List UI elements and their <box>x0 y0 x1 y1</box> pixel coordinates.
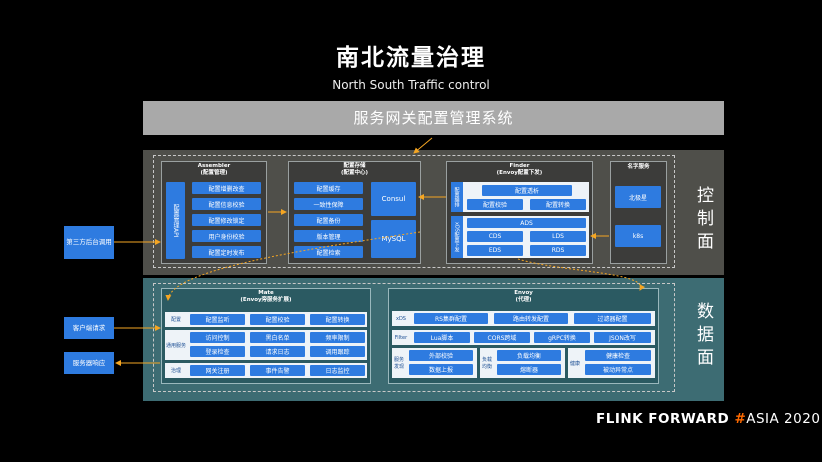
brand-text: FLINK FORWARD <box>596 411 735 427</box>
consul-box: Consul <box>371 182 416 216</box>
finder-title: Finder <box>509 163 530 169</box>
control-plane-text: 控制面 <box>693 186 713 255</box>
service-response-box: 服务器响应 <box>64 352 114 374</box>
client-request-box: 客户端请求 <box>64 317 114 339</box>
config-store-item: 版本管理 <box>294 230 363 242</box>
brand-hash: # <box>734 411 747 427</box>
page-title: 南北流量治理 <box>336 45 486 71</box>
rds-box: RDS <box>530 245 586 256</box>
ads-box: ADS <box>467 218 586 228</box>
polaris-box: 北极星 <box>615 186 661 208</box>
cds-box: CDS <box>467 231 523 242</box>
control-plane-label: 控制面 <box>683 186 723 255</box>
arrow-finder-to-envoy <box>517 258 646 291</box>
page-subtitle: North South Traffic control <box>332 78 490 92</box>
envoy-xds-label: xDS <box>396 315 406 322</box>
assembler-item: 配置增删改查 <box>192 182 261 194</box>
envoy-filter-item: gRPC转换 <box>534 332 590 343</box>
assembler-item: 配置信息校验 <box>192 198 261 210</box>
assembler-item: 配置修改锁定 <box>192 214 261 226</box>
assembler-subtitle: (配置管理) <box>200 170 228 176</box>
envoy-group-item: 负载均衡 <box>497 350 561 361</box>
mate-service-item: 访问控制 <box>190 332 245 343</box>
envoy-group-item: 被动异常点 <box>585 364 651 375</box>
config-store-item: 配置备份 <box>294 214 363 226</box>
eds-box: EDS <box>467 245 523 256</box>
envoy-filter-item: CORS跨域 <box>474 332 530 343</box>
envoy-xds-item: RS集群配置 <box>414 313 488 324</box>
mate-service-item: 请求日志 <box>250 346 305 357</box>
envoy-filter-label: Filter <box>394 334 408 341</box>
mate-governance-label: 治理 <box>170 368 181 374</box>
mate-service-item: 登录检查 <box>190 346 245 357</box>
assembler-title: Assembler <box>197 163 231 169</box>
envoy-subtitle: (代理) <box>515 297 532 303</box>
envoy-group-label: 服务发现 <box>393 357 404 370</box>
mate-service-item: 频率限制 <box>310 332 365 343</box>
brand-logo: FLINK FORWARD #ASIA 2020 <box>596 411 820 427</box>
envoy-group-item: 熔断器 <box>497 364 561 375</box>
arrow-topbar-to-control <box>413 137 433 154</box>
mate-subtitle: (Envoy旁服务扩展) <box>240 297 292 303</box>
control-plane-outline <box>153 155 675 268</box>
mate-service-item: 调用跟踪 <box>310 346 365 357</box>
mate-config-item: 配置校验 <box>250 314 305 325</box>
mate-governance-item: 网关注册 <box>190 365 245 376</box>
assembler-item: 用户身份校验 <box>192 230 261 242</box>
envoy-filter-item: JSON改写 <box>594 332 651 343</box>
system-bar: 服务网关配置管理系统 <box>143 101 724 135</box>
envoy-group-item: 数据上报 <box>409 364 473 375</box>
mate-config-item: 配置转换 <box>310 314 365 325</box>
finder-xds-label: xDS配置下发 <box>451 216 463 258</box>
finder-subtitle: (Envoy配置下发) <box>496 170 543 176</box>
envoy-group-item: 健康检查 <box>585 350 651 361</box>
envoy-group-label: 负载均衡 <box>481 357 492 370</box>
envoy-filter-item: Lua脚本 <box>414 332 470 343</box>
mate-governance-item: 事件告警 <box>250 365 305 376</box>
arrow-mysql-to-mate <box>165 231 421 301</box>
data-plane-label: 数据面 <box>683 302 723 371</box>
envoy-group-item: 外部校验 <box>409 350 473 361</box>
config-store-item: 一致性保障 <box>294 198 363 210</box>
finder-item: 配置转换 <box>530 199 586 210</box>
config-store-item: 配置检索 <box>294 246 363 258</box>
lds-box: LDS <box>530 231 586 242</box>
config-store-item: 配置缓存 <box>294 182 363 194</box>
mate-config-label: 配置 <box>170 317 181 323</box>
envoy-title: Envoy <box>514 290 533 296</box>
mate-service-label: 通用服务 <box>165 342 186 349</box>
finder-orchestrate-label: 配置编排 <box>451 182 463 212</box>
assembler-item: 配置定时发布 <box>192 246 261 258</box>
finder-item: 配置透析 <box>482 185 572 196</box>
mate-service-item: 黑白名单 <box>250 332 305 343</box>
naming-title: 名字服务 <box>627 164 650 170</box>
mate-governance-item: 日志监控 <box>310 365 365 376</box>
data-plane-outline <box>153 283 675 392</box>
k8s-box: k8s <box>615 225 661 247</box>
mysql-box: MySQL <box>371 220 416 258</box>
config-store-subtitle: (配置中心) <box>340 170 369 176</box>
envoy-group-label: 健康 <box>569 360 580 367</box>
brand-year: ASIA 2020 <box>746 411 821 427</box>
finder-item: 配置校验 <box>467 199 523 210</box>
envoy-xds-item: 路由转发配置 <box>494 313 568 324</box>
mate-config-item: 配置监听 <box>190 314 245 325</box>
data-plane-text: 数据面 <box>693 302 713 371</box>
third-party-box: 第三方后台调用 <box>64 226 114 259</box>
assembler-api-label: 配置管理API <box>166 182 185 259</box>
mate-title: Mate <box>258 290 274 296</box>
envoy-xds-item: 过滤器配置 <box>574 313 651 324</box>
config-store-title: 配置存储 <box>343 163 366 169</box>
